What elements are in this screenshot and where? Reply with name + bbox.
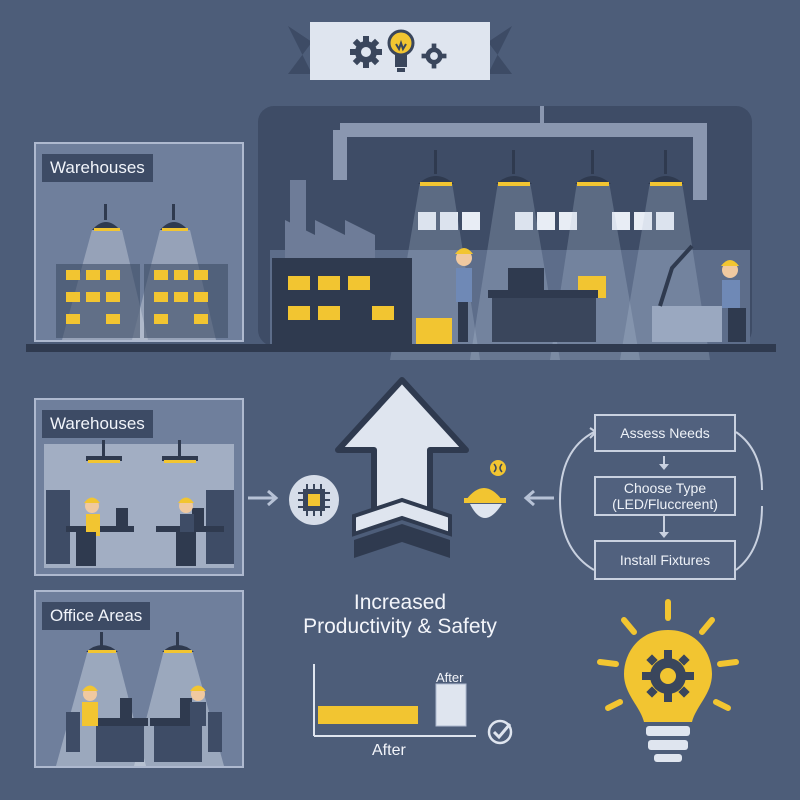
check-circle-icon [486,718,514,746]
flow-step-install-fixtures: Install Fixtures [594,540,736,580]
panel-label: Office Areas [42,602,151,630]
top-banner [288,18,512,90]
industrial-scene [0,100,800,360]
scene-label: Warehouses [42,154,153,182]
gear-icon [348,34,384,70]
gear-icon [420,42,448,70]
caption-line1: Increased [353,591,447,614]
flow-step-choose-type: Choose Type (LED/Fluccreent) [594,476,736,516]
flow-step-text: Choose Type (LED/Fluccreent) [612,480,718,512]
chip-icon [288,474,340,526]
big-up-arrow-icon [334,376,470,566]
comparison-chart: After After [300,650,530,770]
gear-lightbulb-icon [588,596,748,776]
chart-bar-1 [435,683,467,727]
panel-label: Warehouses [42,410,153,438]
chart-bar-0 [318,706,418,724]
arrow-right-icon [248,488,280,508]
flow-connector [550,410,790,590]
worker-head-icon [458,456,514,536]
caption-line2: Productivity & Safety [303,615,497,638]
flow-step-assess-needs: Assess Needs [594,414,736,452]
warehouse-scene-panel: Warehouses [34,142,244,342]
chart-xlabel: After [372,742,406,759]
arrow-left-icon [520,488,554,508]
office-areas-panel: Office Areas [34,590,244,768]
warehouses-panel: Warehouses [34,398,244,576]
lightbulb-icon [386,28,416,74]
bar-label-after: After [436,670,464,685]
